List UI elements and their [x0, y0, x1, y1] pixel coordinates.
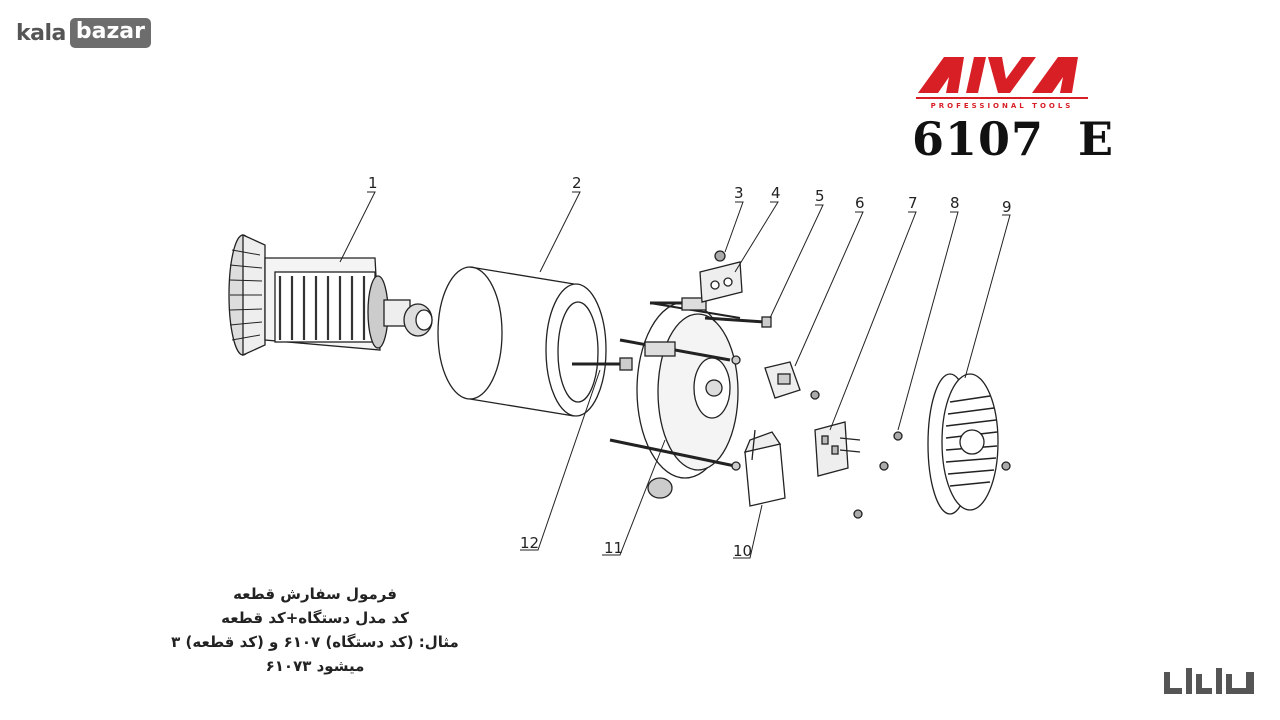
callout-11: 11: [604, 539, 623, 557]
small-screw-part: [714, 250, 726, 262]
watermark-bazar-text: bazar: [69, 18, 151, 48]
callout-8: 8: [950, 194, 960, 212]
callout-1: 1: [368, 174, 378, 192]
end-cap-part: [927, 373, 1000, 515]
screws-part: [810, 390, 1011, 519]
long-bolt-part: [572, 357, 633, 371]
brush-holder-part: [764, 361, 801, 399]
callout-5: 5: [815, 187, 825, 205]
formula-line-4: میشود ۶۱۰۷۳: [265, 657, 365, 675]
bracket-plate-part: [699, 261, 743, 303]
callout-2: 2: [572, 174, 582, 192]
stator-housing-part: [437, 266, 607, 417]
armature-part: [228, 233, 433, 357]
end-bracket-part: [609, 297, 741, 499]
bolt-part: [704, 316, 772, 328]
callout-7: 7: [908, 194, 918, 212]
callout-6: 6: [855, 194, 865, 212]
callout-4: 4: [771, 184, 781, 202]
formula-line-3: مثال: (کد دستگاه) ۶۱۰۷ و (کد قطعه) ۳: [171, 633, 459, 651]
callout-3: 3: [734, 184, 744, 202]
watermark-kala-text: kala: [16, 20, 66, 46]
order-formula: فرمول سفارش قطعه کد مدل دستگاه+کد قطعه م…: [150, 582, 480, 678]
formula-line-1: فرمول سفارش قطعه: [233, 585, 397, 603]
callout-9: 9: [1002, 198, 1012, 216]
watermark-bottom-right-logo: [1164, 668, 1254, 694]
formula-line-2: کد مدل دستگاه+کد قطعه: [221, 609, 409, 627]
watermark-top-left: kala bazar: [16, 18, 151, 48]
box-cover-part: [743, 429, 786, 507]
callout-10: 10: [733, 542, 752, 560]
terminal-part: [814, 421, 861, 477]
brand-logo: PROFESSIONAL TOOLS: [916, 57, 1088, 110]
brand-tagline: PROFESSIONAL TOOLS: [931, 102, 1074, 110]
callout-12: 12: [520, 534, 539, 552]
